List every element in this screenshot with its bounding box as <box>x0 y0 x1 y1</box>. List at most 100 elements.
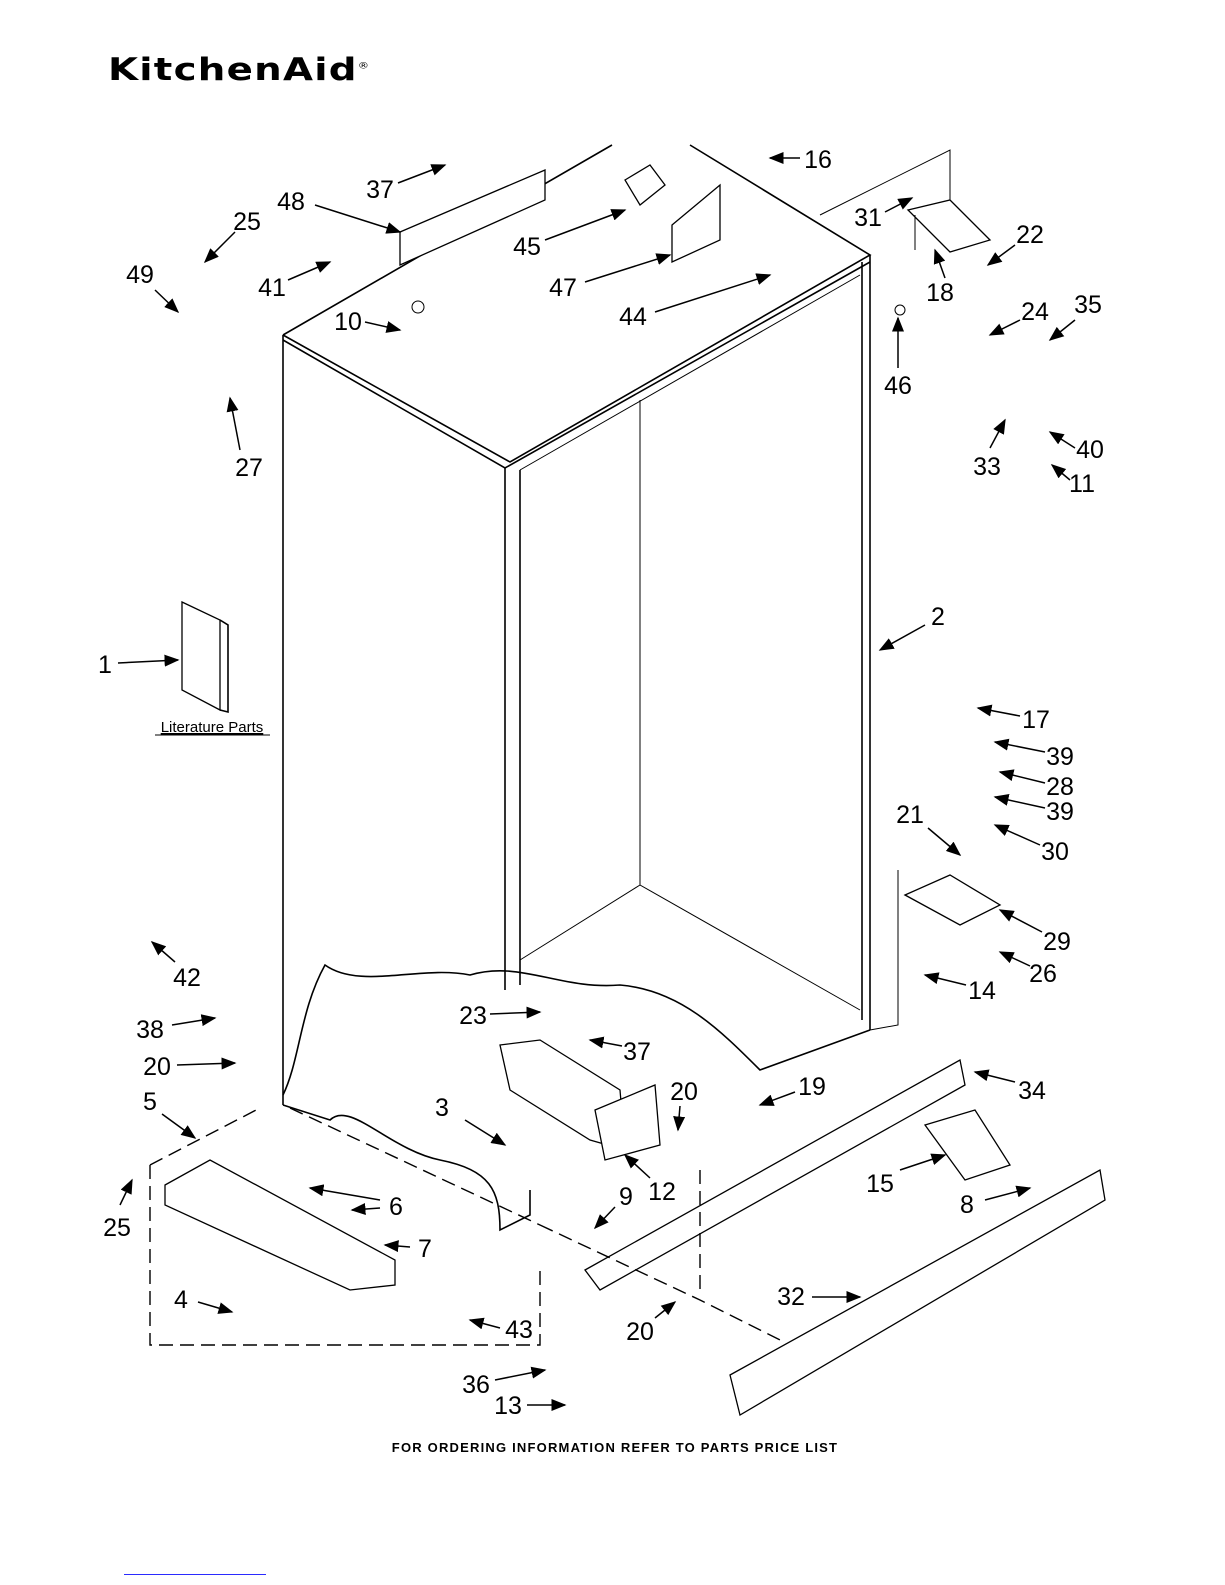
callout-number: 17 <box>1022 706 1050 734</box>
callout-arrow <box>995 797 1045 808</box>
callout-33: 33 <box>973 420 1005 481</box>
callout-arrow <box>880 625 925 650</box>
callout-number: 40 <box>1076 436 1104 464</box>
callout-number: 22 <box>1016 221 1044 249</box>
callout-number: 39 <box>1046 798 1074 826</box>
callout-arrow <box>155 290 178 312</box>
callout-number: 38 <box>136 1016 164 1044</box>
callout-arrow <box>985 1188 1030 1200</box>
callout-number: 12 <box>648 1178 676 1206</box>
callout-arrow <box>172 1018 215 1025</box>
callout-number: 13 <box>494 1392 522 1420</box>
callout-19: 19 <box>760 1073 826 1105</box>
callout-17: 17 <box>978 706 1050 734</box>
callout-29: 29 <box>1000 910 1071 956</box>
callout-arrow <box>120 1180 132 1205</box>
callout-arrow <box>935 250 945 278</box>
callout-number: 21 <box>896 801 924 829</box>
literature-parts-label: Literature Parts <box>161 719 264 736</box>
callout-arrow <box>1000 772 1045 783</box>
callout-21: 21 <box>896 801 960 855</box>
callout-number: 10 <box>334 308 362 336</box>
callout-37: 37 <box>590 1038 651 1066</box>
callout-32: 32 <box>777 1283 860 1311</box>
callout-41: 41 <box>258 262 330 302</box>
callout-number: 5 <box>143 1088 157 1116</box>
callout-arrow <box>1050 432 1075 448</box>
callout-arrow <box>1052 465 1070 480</box>
callout-45: 45 <box>513 210 625 261</box>
callout-44: 44 <box>619 275 770 331</box>
callout-arrow <box>198 1302 232 1312</box>
callout-26: 26 <box>1000 952 1057 988</box>
callout-13: 13 <box>494 1392 565 1420</box>
callout-arrow <box>490 1012 540 1014</box>
callout-number: 6 <box>389 1193 403 1221</box>
callout-43: 43 <box>470 1316 533 1344</box>
callout-arrow <box>495 1370 545 1380</box>
callout-arrow <box>545 210 625 240</box>
callout-11: 11 <box>1052 465 1095 498</box>
callout-3: 3 <box>435 1094 505 1145</box>
callout-number: 48 <box>277 188 305 216</box>
callout-number: 25 <box>103 1214 131 1242</box>
callout-arrow <box>1000 952 1030 966</box>
callout-number: 28 <box>1046 773 1074 801</box>
callout-number: 7 <box>418 1235 432 1263</box>
callout-24: 24 <box>990 298 1049 335</box>
callout-number: 23 <box>459 1002 487 1030</box>
callout-40: 40 <box>1050 432 1104 464</box>
callout-16: 16 <box>770 146 832 174</box>
callout-arrow <box>315 205 400 232</box>
callout-20: 20 <box>626 1302 675 1346</box>
callout-number: 3 <box>435 1094 449 1122</box>
callout-arrow <box>655 1302 675 1318</box>
callout-9: 9 <box>595 1183 633 1228</box>
callout-number: 20 <box>670 1078 698 1106</box>
callout-arrow <box>385 1245 410 1247</box>
callout-42: 42 <box>152 942 201 992</box>
callout-14: 14 <box>925 975 996 1005</box>
ordering-footer: FOR ORDERING INFORMATION REFER TO PARTS … <box>392 1440 838 1455</box>
callout-number: 29 <box>1043 928 1071 956</box>
callout-25: 25 <box>205 208 261 262</box>
callout-4: 4 <box>174 1286 232 1314</box>
callout-23: 23 <box>459 1002 540 1030</box>
callout-25: 25 <box>103 1180 132 1242</box>
callout-number: 9 <box>619 1183 633 1211</box>
callout-number: 30 <box>1041 838 1069 866</box>
callout-39: 39 <box>995 742 1074 771</box>
callout-arrow <box>678 1106 680 1130</box>
callout-arrow <box>995 825 1040 845</box>
callout-arrow <box>655 275 770 312</box>
callout-number: 24 <box>1021 298 1049 326</box>
cabinet-drawing <box>150 145 1105 1415</box>
callout-number: 34 <box>1018 1077 1046 1105</box>
callout-20: 20 <box>670 1078 698 1130</box>
callout-arrow <box>585 255 670 282</box>
callout-37: 37 <box>366 165 445 204</box>
link-underline[interactable] <box>124 1574 266 1575</box>
callout-39: 39 <box>995 797 1074 826</box>
callout-number: 44 <box>619 303 647 331</box>
callout-number: 45 <box>513 233 541 261</box>
callout-49: 49 <box>126 261 178 312</box>
callout-arrow <box>990 420 1005 448</box>
callout-38: 38 <box>136 1016 215 1044</box>
callout-28: 28 <box>1000 772 1074 801</box>
callout-number: 26 <box>1029 960 1057 988</box>
callout-number: 2 <box>931 603 945 631</box>
callout-number: 36 <box>462 1371 490 1399</box>
callout-number: 37 <box>366 176 394 204</box>
callout-number: 43 <box>505 1316 533 1344</box>
callout-number: 20 <box>626 1318 654 1346</box>
callout-arrow <box>288 262 330 280</box>
callout-arrow <box>118 660 178 663</box>
callout-number: 19 <box>798 1073 826 1101</box>
callout-30: 30 <box>995 825 1069 866</box>
callout-number: 33 <box>973 453 1001 481</box>
callout-number: 14 <box>968 977 996 1005</box>
callout-34: 34 <box>975 1072 1046 1105</box>
callout-arrow <box>465 1120 505 1145</box>
